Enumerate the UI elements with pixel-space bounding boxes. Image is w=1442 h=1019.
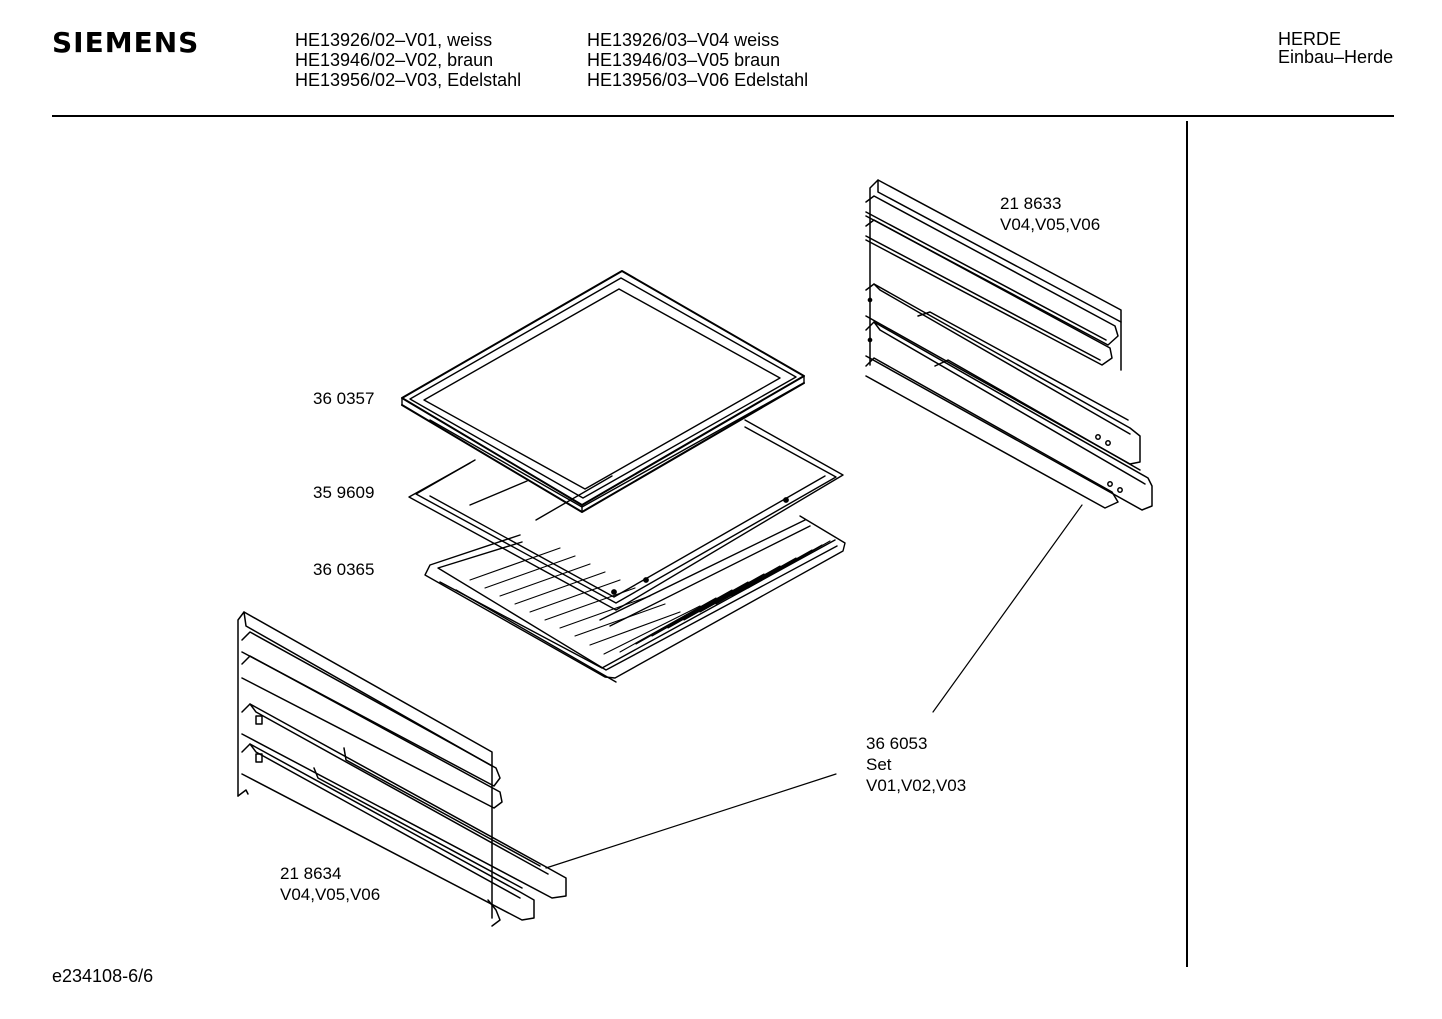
category-line: Einbau–Herde: [1278, 47, 1394, 67]
baking-tray-drawing: [401, 270, 805, 513]
model-line: HE13956/02–V03, Edelstahl: [295, 70, 522, 90]
grid-bars: [469, 540, 831, 655]
part-variants: V04,V05,V06: [280, 885, 381, 904]
header-divider: [52, 115, 1394, 117]
model-list-03: HE13926/03–V04 weiss HE13946/03–V05 brau…: [587, 30, 808, 90]
brand-logo: SIEMENS: [52, 26, 200, 59]
part-label-218633: 21 8633 V04,V05,V06: [1000, 193, 1100, 235]
right-rail-drawing: [865, 179, 1153, 511]
grid-shelf-drawing: [424, 515, 846, 683]
part-number: 21 8634: [280, 864, 342, 883]
part-number: 36 6053: [866, 734, 928, 753]
part-label-359609: 35 9609: [313, 483, 375, 502]
document-id: e234108-6/6: [52, 966, 154, 986]
part-label-218634: 21 8634 V04,V05,V06: [280, 863, 380, 905]
model-line: HE13956/03–V06 Edelstahl: [587, 70, 809, 90]
part-label-360357: 36 0357: [313, 389, 375, 408]
model-list-02: HE13926/02–V01, weiss HE13946/02–V02, br…: [295, 30, 521, 90]
part-label-360365: 36 0365: [313, 560, 375, 579]
part-number: 21 8633: [1000, 194, 1062, 213]
model-line: HE13946/03–V05 braun: [587, 50, 781, 70]
category-label: HERDE Einbau–Herde: [1278, 30, 1393, 66]
model-line: HE13926/03–V04 weiss: [587, 30, 780, 50]
part-set-label: Set: [866, 755, 892, 774]
part-label-366053: 36 6053 Set V01,V02,V03: [866, 733, 966, 796]
category-line: HERDE: [1278, 29, 1342, 49]
part-variants: V01,V02,V03: [866, 776, 967, 795]
tray-insert-drawing: [408, 419, 844, 611]
model-line: HE13926/02–V01, weiss: [295, 30, 493, 50]
part-variants: V04,V05,V06: [1000, 215, 1101, 234]
margin-divider: [1186, 121, 1188, 967]
left-rail-drawing: [237, 611, 567, 927]
leader-lines: [545, 504, 1083, 869]
model-line: HE13946/02–V02, braun: [295, 50, 494, 70]
